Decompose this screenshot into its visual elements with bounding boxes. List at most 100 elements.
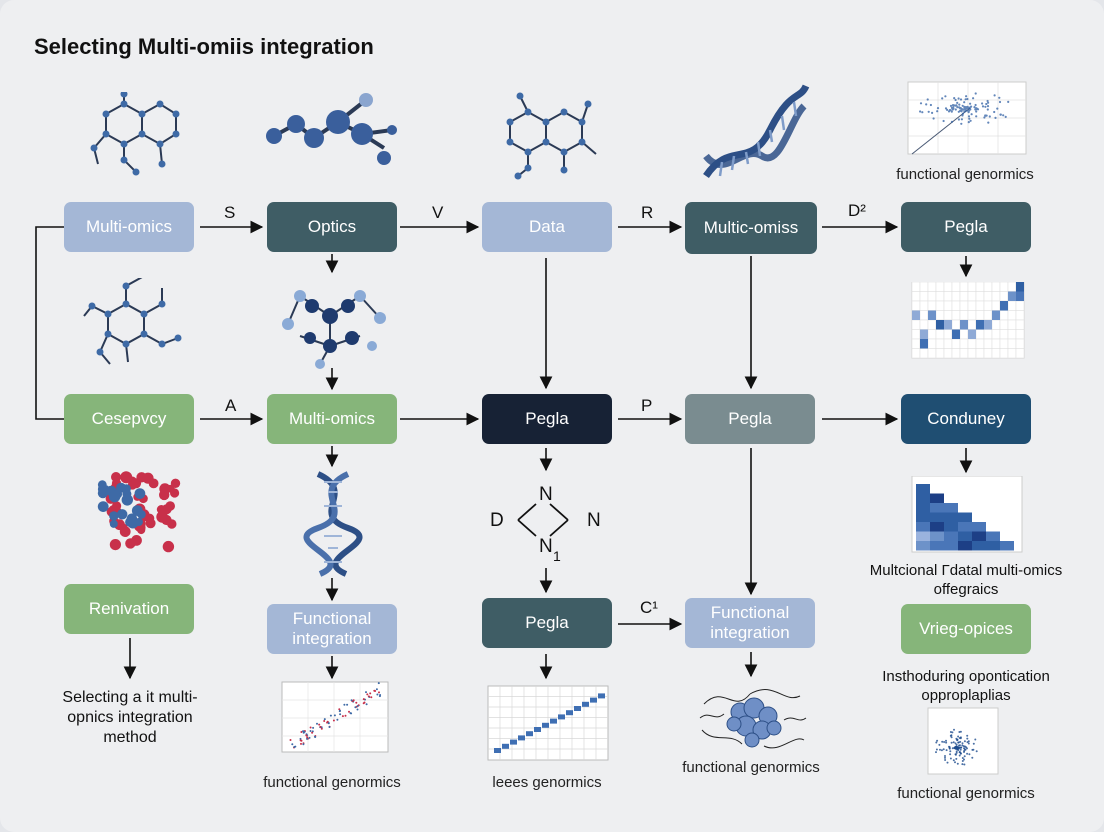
density-point: [971, 756, 974, 759]
regression-point: [350, 699, 353, 702]
heatmap-cell: [951, 319, 961, 330]
node-vrieg-opices[interactable]: Vrieg-opices: [901, 604, 1031, 654]
regression-point: [306, 737, 308, 740]
node-cesepvcy[interactable]: Cesepvcy: [64, 394, 194, 444]
scatter-point: [950, 120, 954, 123]
scatter-point: [961, 112, 965, 115]
heatmap-cell: [999, 348, 1009, 359]
density-point: [963, 758, 965, 761]
regression-point: [367, 695, 370, 698]
node-functional-integration-2[interactable]: Functional integration: [685, 598, 815, 648]
regression-point: [365, 703, 368, 706]
regression-point: [373, 689, 376, 692]
density-point: [949, 750, 952, 753]
heatmap-cell: [943, 282, 953, 292]
heatmap-cell-filled: [992, 310, 1000, 320]
regression-point: [362, 702, 365, 705]
regression-point: [379, 694, 382, 696]
density-point: [938, 743, 941, 746]
scatter-point: [973, 106, 976, 109]
node-pegla-gray[interactable]: Pegla: [685, 394, 815, 444]
step-cell: [574, 706, 581, 711]
heatmap-cell: [943, 338, 953, 349]
density-point: [944, 759, 947, 761]
node-pegla-top[interactable]: Pegla: [901, 202, 1031, 252]
scatter-point: [961, 114, 964, 117]
atom-blue: [137, 510, 146, 519]
node-optics[interactable]: Optics: [267, 202, 397, 252]
scatter-point: [925, 103, 928, 106]
scatter-point: [996, 107, 999, 110]
node-renivation[interactable]: Renivation: [64, 584, 194, 634]
heatmap-cell: [1007, 300, 1017, 311]
node-functional-integration-1[interactable]: Functional integration: [267, 604, 397, 654]
density-point: [944, 755, 946, 757]
heatmap-cell: [999, 319, 1009, 330]
regression-point: [349, 712, 352, 715]
caption-top-right-plot: functional genormics: [896, 166, 1034, 183]
scatter-point: [954, 98, 957, 102]
heatmap-cell: [1015, 300, 1025, 311]
density-point: [936, 739, 939, 742]
heatmap-cell: [959, 291, 969, 302]
density-point: [954, 746, 957, 749]
triangular-heatmap-cell: [944, 541, 958, 551]
density-point: [949, 753, 952, 756]
node-pegla-navy[interactable]: Pegla: [482, 394, 612, 444]
density-point: [935, 748, 938, 751]
node-multi-omics[interactable]: Multi-omics: [64, 202, 194, 252]
regression-point: [336, 718, 339, 721]
regression-point: [323, 720, 326, 722]
regression-point: [375, 688, 378, 691]
scatter-point: [981, 105, 985, 108]
node-pegla-bottom[interactable]: Pegla: [482, 598, 612, 648]
step-cell: [494, 748, 501, 753]
regression-point: [299, 737, 302, 740]
density-point: [952, 759, 955, 762]
scatter-point: [919, 102, 923, 105]
triangular-heatmap-cell: [916, 503, 930, 513]
node-multic-omiss[interactable]: Multic-omiss: [685, 202, 817, 254]
heatmap-cell: [919, 300, 929, 311]
heatmap-cell: [983, 338, 993, 349]
node-multi-omics-2[interactable]: Multi-omics: [267, 394, 397, 444]
heatmap-cell: [967, 291, 977, 302]
heatmap-cell: [999, 329, 1009, 340]
edge-label-c1: C¹: [640, 598, 658, 617]
scatter-point: [960, 109, 963, 112]
density-point: [955, 757, 958, 760]
density-point: [956, 762, 959, 765]
scatter-point: [970, 105, 973, 108]
regression-point: [326, 720, 329, 723]
scatter-point: [986, 105, 990, 108]
scatter-point: [974, 103, 977, 107]
heatmap-cell: [935, 291, 945, 302]
scatter-point: [947, 110, 951, 113]
chem-label-n-bottom: N: [539, 536, 553, 557]
scatter-point: [968, 109, 971, 112]
heatmap-cell: [991, 348, 1001, 359]
heatmap-cell: [975, 338, 985, 349]
heatmap-cell-filled: [952, 329, 960, 339]
node-data[interactable]: Data: [482, 202, 612, 252]
regression-point: [289, 739, 292, 741]
node-conduney[interactable]: Conduney: [901, 394, 1031, 444]
scatter-point: [932, 117, 935, 120]
scatter-point: [972, 97, 975, 100]
atom-blue: [97, 501, 109, 512]
regression-point: [362, 698, 365, 701]
triangular-heatmap-cell: [916, 541, 930, 551]
heatmap-cell: [959, 338, 969, 349]
density-point: [963, 749, 966, 752]
heatmap-cell: [999, 282, 1009, 292]
density-point: [955, 751, 958, 754]
heatmap-cell: [991, 329, 1001, 340]
density-point: [945, 739, 947, 742]
density-point: [949, 734, 952, 737]
scatter-point: [936, 107, 940, 110]
triangular-heatmap-cell: [944, 522, 958, 532]
heatmap-cell: [951, 282, 961, 292]
atom-blue: [117, 509, 128, 520]
regression-point: [299, 739, 302, 742]
